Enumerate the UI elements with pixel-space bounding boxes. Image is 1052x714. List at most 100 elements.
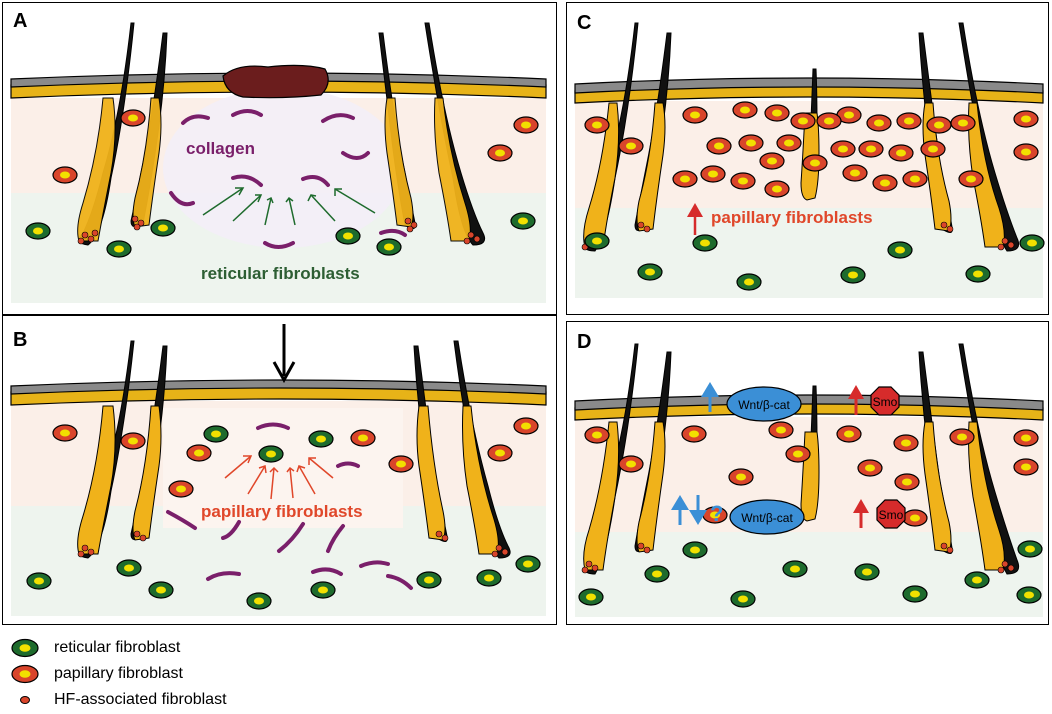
papillary-cell [830, 140, 856, 158]
papillary-cell [584, 116, 610, 134]
panel-a: A collagen reticular fibroblasts [2, 2, 557, 315]
collagen-label: collagen [186, 139, 255, 158]
papillary-cell [682, 106, 708, 124]
hair-follicle [130, 345, 168, 542]
up-arrow-icon [687, 203, 703, 235]
papillary-fibroblasts-label: papillary fibroblasts [711, 208, 873, 227]
panel-d: Wnt/β-cat Smo ? Wnt/β-cat Smo D [566, 321, 1049, 625]
legend-item: reticular fibroblast [8, 636, 180, 660]
question-mark: ? [710, 501, 723, 526]
legend-item: HF-associated fibroblast [8, 688, 227, 712]
papillary-fibroblasts-label: papillary fibroblasts [201, 502, 363, 521]
reticular-cells [26, 425, 541, 610]
papillary-cell [764, 180, 790, 198]
papillary-cell [790, 112, 816, 130]
papillary-cell [1013, 110, 1039, 128]
up-arrow-icon [671, 495, 689, 525]
red-cell-icon [11, 664, 39, 684]
papillary-cell [872, 174, 898, 192]
papillary-cell [858, 140, 884, 158]
papillary-cell [618, 137, 644, 155]
papillary-cell [888, 144, 914, 162]
down-arrow-icon [272, 324, 296, 384]
papillary-cell [732, 101, 758, 119]
panel-c-illustration: C papillary fibroblasts [567, 3, 1048, 314]
hf-cell-icon [20, 696, 30, 704]
papillary-cells [584, 101, 1039, 198]
hair-follicle [130, 32, 168, 231]
hair-follicle [958, 343, 1020, 575]
panel-b-illustration: B papillary fibroblasts [3, 316, 556, 624]
panel-c: C papillary fibroblasts [566, 2, 1049, 315]
down-arrow-icon [689, 495, 707, 525]
epidermis-gray-layer [10, 379, 547, 395]
migration-arrows [202, 187, 376, 226]
up-arrow-icon [701, 382, 719, 412]
migration-arrows [224, 455, 334, 500]
green-cell-icon [11, 638, 39, 658]
legend-label: HF-associated fibroblast [54, 691, 227, 708]
smo-top-label: Smo [873, 395, 898, 409]
hair-follicle [413, 345, 449, 542]
reticular-cells [584, 232, 1045, 291]
papillary-cell [764, 104, 790, 122]
reticular-cells [578, 540, 1043, 608]
papillary-cell [738, 134, 764, 152]
up-arrow-icon [853, 499, 869, 528]
papillary-cell [730, 172, 756, 190]
reticular-cells [25, 212, 536, 258]
panel-a-illustration: A collagen reticular fibroblasts [3, 3, 556, 314]
hair-follicle [958, 22, 1020, 252]
panel-letter: B [13, 329, 27, 351]
papillary-cell [759, 152, 785, 170]
up-arrow-icon [848, 385, 864, 415]
legend-label: reticular fibroblast [54, 639, 181, 656]
wound-bed [163, 88, 403, 248]
hair-follicle [634, 351, 672, 554]
papillary-cell [776, 134, 802, 152]
panel-letter: D [577, 331, 591, 353]
papillary-cell [950, 114, 976, 132]
smo-hexagon [876, 499, 906, 529]
legend: reticular fibroblast papillary fibroblas… [8, 636, 408, 712]
panel-d-illustration: Wnt/β-cat Smo ? Wnt/β-cat Smo D [567, 322, 1048, 624]
reticular-fibroblasts-label: reticular fibroblasts [201, 264, 360, 283]
hair-follicle [378, 32, 418, 233]
legend-item: papillary fibroblast [8, 662, 183, 686]
collagen-fibers [169, 109, 407, 249]
papillary-cell [866, 114, 892, 132]
papillary-cell [920, 140, 946, 158]
papillary-cell [672, 170, 698, 188]
papillary-cell [700, 165, 726, 183]
papillary-cell [802, 154, 828, 172]
papillary-cell [1013, 143, 1039, 161]
collagen-fibers [166, 422, 413, 590]
papillary-cell [842, 164, 868, 182]
hair-follicle [918, 351, 954, 554]
hair-follicle [77, 340, 135, 559]
legend-label: papillary fibroblast [54, 665, 183, 682]
papillary-cells [52, 109, 539, 184]
panel-letter: C [577, 12, 591, 34]
panel-letter: A [13, 10, 27, 32]
hair-follicle [424, 22, 486, 246]
hair-follicle [581, 343, 639, 575]
scab [222, 64, 329, 99]
wnt-beta-catenin-oval [726, 386, 802, 422]
smo-hexagon [870, 386, 900, 416]
papillary-cell [902, 170, 928, 188]
hair-follicle [453, 340, 511, 559]
smo-bottom-label: Smo [879, 508, 904, 522]
wnt-top-label: Wnt/β-cat [738, 398, 790, 412]
papillary-cell [706, 137, 732, 155]
wnt-beta-catenin-oval [729, 499, 805, 535]
wnt-bottom-label: Wnt/β-cat [741, 511, 793, 525]
hair-follicle [77, 22, 135, 246]
papillary-cell [816, 112, 842, 130]
papillary-cells [584, 421, 1039, 527]
papillary-cell [896, 112, 922, 130]
panel-b: B papillary fibroblasts [2, 315, 557, 625]
papillary-cell [958, 170, 984, 188]
hair-follicle [634, 32, 672, 233]
papillary-cell [926, 116, 952, 134]
